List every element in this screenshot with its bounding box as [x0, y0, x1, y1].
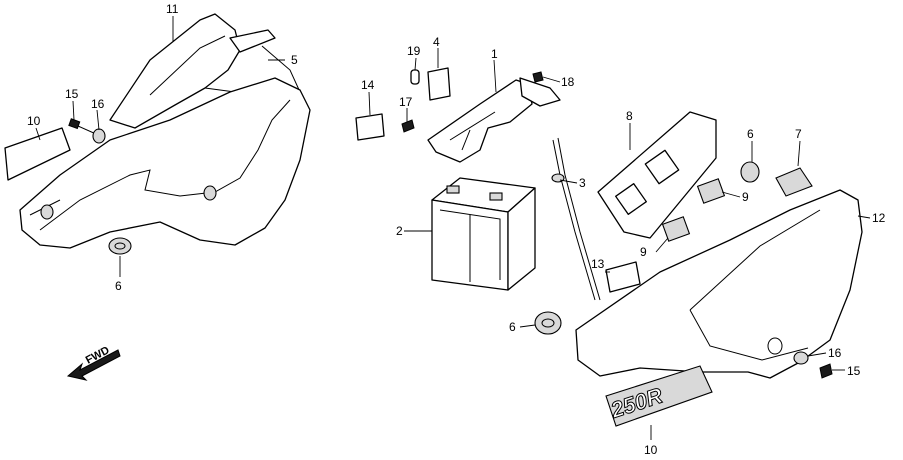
- emblem-250r: 250R: [605, 365, 713, 427]
- label-4-clamp: 4: [433, 35, 440, 49]
- label-10-left-decal: 10: [27, 114, 41, 128]
- label-6-left-grommet: 6: [115, 279, 122, 293]
- part-labels: 11 5 15 16 10 6 14 4 19 17 1 18 2 3 13 8…: [27, 2, 886, 457]
- label-5-stay: 5: [291, 53, 298, 67]
- label-1-battery-holder: 1: [491, 47, 498, 61]
- label-9-pad-upper: 9: [742, 190, 749, 204]
- label-10-emblem: 10: [644, 443, 658, 457]
- bolt-15-left: [68, 118, 97, 135]
- label-6-center-grommet: 6: [509, 320, 516, 334]
- leader-lines: [35, 16, 871, 440]
- label-16-right-washer: 16: [828, 346, 842, 360]
- battery-assembly: [355, 67, 641, 301]
- label-14-decal: 14: [361, 78, 375, 92]
- label-3-breather-tube: 3: [579, 176, 586, 190]
- label-2-battery: 2: [396, 224, 403, 238]
- label-6-right-grommet: 6: [747, 127, 754, 141]
- label-9-pad-lower: 9: [640, 245, 647, 259]
- label-17-bolt: 17: [399, 95, 413, 109]
- label-12-right-cover: 12: [872, 211, 886, 225]
- left-side-cover: [4, 13, 311, 255]
- label-13-label: 13: [591, 257, 605, 271]
- label-15-left-bolt: 15: [65, 87, 79, 101]
- label-18-bolt: 18: [561, 75, 575, 89]
- label-15-right-bolt: 15: [847, 364, 861, 378]
- label-19-fuse: 19: [407, 44, 421, 58]
- right-side-cover: 250R: [534, 111, 863, 427]
- label-7-trim: 7: [795, 127, 802, 141]
- label-8-plate: 8: [626, 109, 633, 123]
- label-11-left-upper-panel: 11: [166, 2, 179, 16]
- label-16-left-washer: 16: [91, 97, 105, 111]
- fwd-arrow: FWD: [66, 344, 121, 381]
